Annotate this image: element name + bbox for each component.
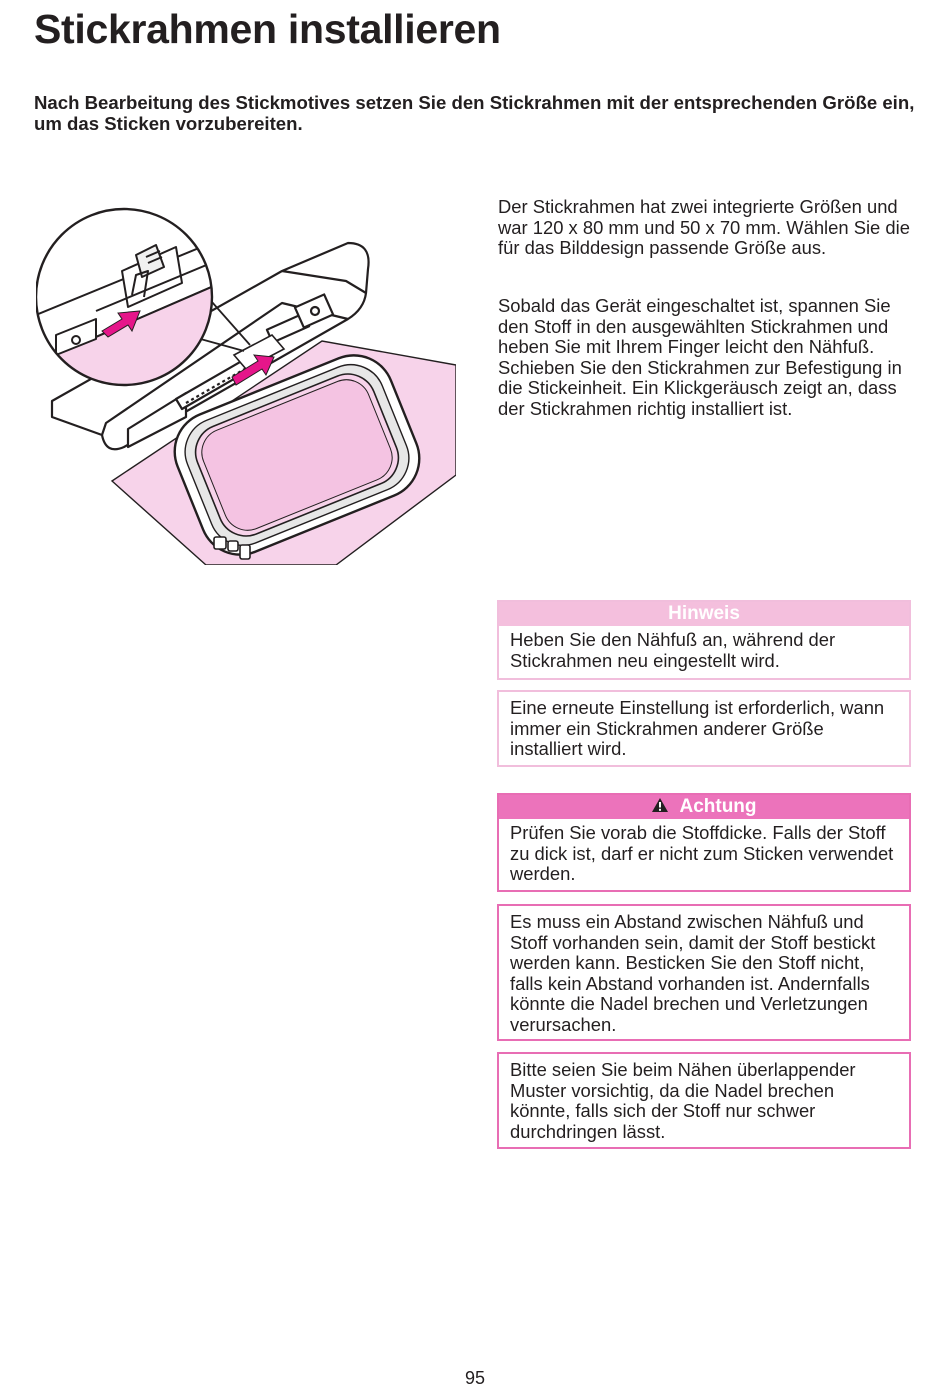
arrow-insert-icon	[231, 354, 275, 386]
page-title: Stickrahmen installieren	[34, 6, 501, 52]
warning-triangle-icon	[652, 797, 669, 812]
hinweis-box-2: Eine erneute Einstellung ist erforderlic…	[497, 690, 911, 767]
detail-zoom-circle	[36, 207, 214, 387]
achtung-header: Achtung	[499, 795, 909, 819]
achtung-label: Achtung	[679, 796, 757, 817]
embroidery-hoop	[173, 333, 421, 556]
achtung-box: Achtung Prüfen Sie vorab die Stoffdicke.…	[497, 793, 911, 892]
achtung-warning-2: Es muss ein Abstand zwischen Nähfuß und …	[510, 911, 876, 1035]
hinweis-note-1: Heben Sie den Nähfuß an, während der Sti…	[510, 629, 836, 671]
machine-body	[50, 241, 370, 451]
hoop-installation-illustration	[36, 207, 456, 565]
paragraph-hoop-sizes: Der Stickrahmen hat zwei integrierte Grö…	[498, 196, 910, 258]
page-number: 95	[464, 1368, 486, 1388]
hinweis-box: Hinweis Heben Sie den Nähfuß an, während…	[497, 600, 911, 680]
intro-text: Nach Bearbeitung des Stickmotives setzen…	[34, 92, 915, 134]
achtung-warning-1: Prüfen Sie vorab die Stoffdicke. Falls d…	[510, 822, 894, 884]
hoop-knob	[213, 536, 251, 560]
achtung-warning-3: Bitte seien Sie beim Nähen überlappender…	[510, 1059, 856, 1142]
achtung-box-2: Es muss ein Abstand zwischen Nähfuß und …	[497, 904, 911, 1041]
hinweis-note-2: Eine erneute Einstellung ist erforderlic…	[510, 697, 885, 759]
paragraph-installation-steps: Sobald das Gerät eingeschaltet ist, span…	[498, 295, 902, 419]
achtung-box-3: Bitte seien Sie beim Nähen überlappender…	[497, 1052, 911, 1149]
hinweis-header: Hinweis	[499, 602, 909, 626]
